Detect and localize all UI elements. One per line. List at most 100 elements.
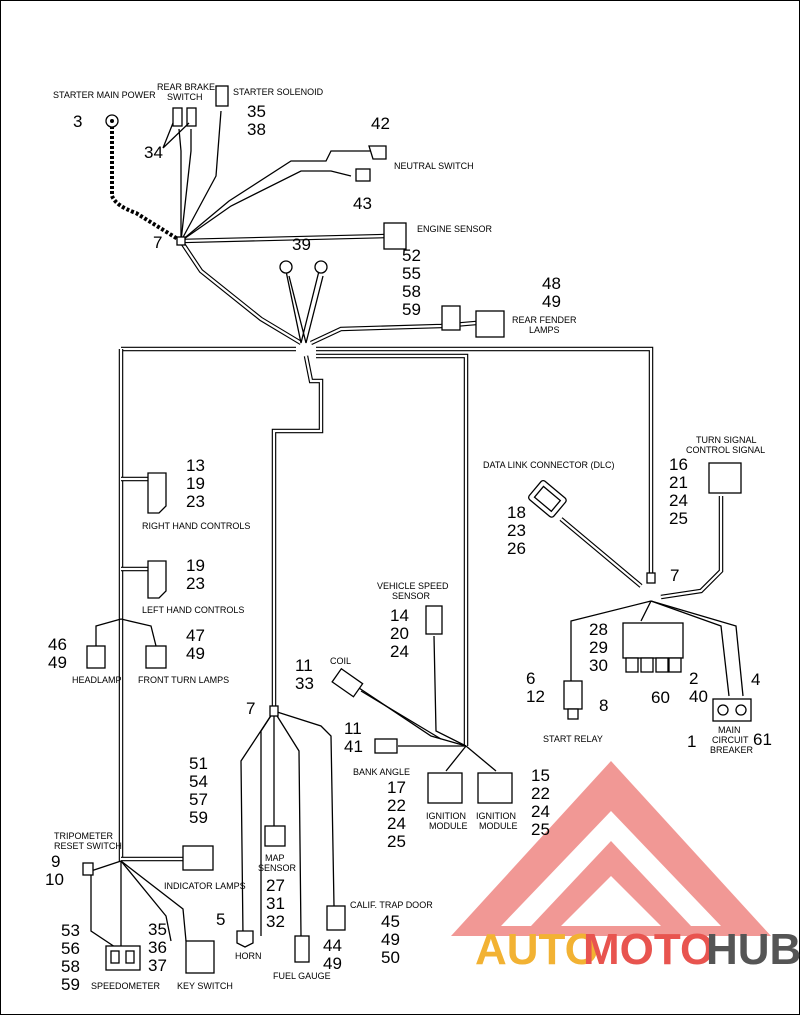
ignition-module-left: [427, 772, 463, 804]
breaker-label-2: CIRCUIT: [712, 735, 749, 745]
ref-56: 56: [61, 939, 80, 958]
right-hand-controls-label: RIGHT HAND CONTROLS: [142, 521, 250, 531]
ref-24-turn: 24: [669, 491, 688, 510]
ref-59-speedo: 59: [61, 975, 80, 994]
relay-block: [622, 622, 684, 673]
left-hand-controls-label: LEFT HAND CONTROLS: [142, 605, 244, 615]
ref-15: 15: [531, 766, 550, 785]
ref-8: 8: [599, 696, 608, 715]
turn-signal-control-module: [708, 462, 742, 494]
speedometer-connector: [105, 945, 141, 971]
neutral-switch-label: NEUTRAL SWITCH: [394, 161, 474, 171]
ref-21: 21: [669, 473, 688, 492]
clamp-top: [176, 236, 186, 246]
ref-4: 4: [751, 670, 760, 689]
ref-49-headlamp: 49: [48, 653, 67, 672]
ref-18: 18: [507, 503, 526, 522]
ref-51: 51: [189, 754, 208, 773]
ref-35-key: 35: [148, 920, 167, 939]
ref-24-left: 24: [387, 814, 406, 833]
ref-23-lhc: 23: [186, 574, 205, 593]
ref-49-rear: 49: [542, 292, 561, 311]
ref-61: 61: [753, 730, 772, 749]
ref-11-bank: 11: [344, 719, 362, 738]
rear-fender-lamp-connectors: [441, 305, 505, 338]
ref-13: 13: [186, 456, 205, 475]
ref-28: 28: [589, 620, 608, 639]
coil-label: COIL: [330, 656, 351, 666]
ref-7-right: 7: [670, 566, 679, 585]
ref-43: 43: [353, 194, 372, 213]
ref-27: 27: [266, 876, 285, 895]
watermark-hub: HUB: [706, 925, 800, 974]
headlamp-label: HEADLAMP: [72, 675, 122, 685]
clamp-right: [646, 572, 656, 584]
key-switch-module: [185, 940, 215, 974]
ref-22-right: 22: [531, 784, 550, 803]
ref-37: 37: [148, 956, 167, 975]
fuel-gauge-connector: [294, 935, 310, 963]
ignition-right-label-1: IGNITION: [476, 811, 516, 821]
ref-41: 41: [344, 737, 363, 756]
rear-fender-lamps-label-2: LAMPS: [529, 325, 560, 335]
ref-6: 6: [526, 669, 535, 688]
vehicle-speed-sensor-connector: [425, 605, 443, 635]
ref-24-vss: 24: [390, 642, 409, 661]
watermark-moto: MOTO: [583, 925, 714, 974]
left-hand-controls-connector: [147, 560, 167, 599]
ref-59-indicator: 59: [189, 808, 208, 827]
ref-25-left: 25: [387, 832, 406, 851]
headlamp-connector: [86, 645, 106, 669]
ref-29: 29: [589, 638, 608, 657]
key-switch-label: KEY SWITCH: [177, 981, 233, 991]
rear-fender-lamps-label-1: REAR FENDER: [512, 315, 577, 325]
rear-brake-switch-connectors: [172, 107, 197, 127]
ignition-left-label-1: IGNITION: [426, 811, 466, 821]
rear-brake-switch-label-2: SWITCH: [167, 92, 203, 102]
ref-57: 57: [189, 790, 208, 809]
ref-49-fuel: 49: [323, 954, 342, 973]
ref-45: 45: [381, 912, 400, 931]
rear-brake-switch-label-1: REAR BRAKE: [157, 82, 215, 92]
ref-49-calif: 49: [381, 930, 400, 949]
watermark-logo: [451, 761, 771, 936]
front-turn-lamps-connector: [145, 645, 167, 669]
ref-26: 26: [507, 539, 526, 558]
map-sensor-label-1: MAP: [265, 853, 285, 863]
clamp-center: [269, 705, 279, 717]
ignition-right-label-2: MODULE: [479, 821, 518, 831]
ref-42: 42: [371, 114, 390, 133]
ref-14: 14: [390, 606, 409, 625]
ref-25-turn: 25: [669, 509, 688, 528]
ref-32: 32: [266, 912, 285, 931]
start-relay: [563, 680, 583, 720]
calif-trap-door-connector: [326, 905, 346, 931]
vss-label-2: SENSOR: [392, 591, 431, 601]
main-circuit-breaker: [712, 698, 752, 722]
breaker-label-3: BREAKER: [710, 745, 754, 755]
ref-2: 2: [689, 669, 698, 688]
starter-main-power-label: STARTER MAIN POWER: [53, 90, 156, 100]
coil-connector: [331, 667, 364, 698]
ref-58: 58: [402, 282, 421, 301]
ref-16: 16: [669, 455, 688, 474]
map-sensor-connector: [264, 825, 286, 847]
ref-36: 36: [148, 938, 167, 957]
ref-35: 35: [247, 102, 266, 121]
ref-31: 31: [266, 894, 285, 913]
ref-23-rhc: 23: [186, 492, 205, 511]
starter-main-power-terminal: [105, 114, 119, 128]
ref-23-dlc: 23: [507, 521, 526, 540]
ref-46: 46: [48, 635, 67, 654]
ref-60: 60: [651, 688, 670, 707]
ref-50: 50: [381, 948, 400, 967]
starter-solenoid-connector: [215, 85, 229, 107]
harness-wires: [90, 110, 744, 952]
ref-22-left: 22: [387, 796, 406, 815]
ref-25-right: 25: [531, 820, 550, 839]
ref-17: 17: [387, 778, 406, 797]
ref-48: 48: [542, 274, 561, 293]
ref-55: 55: [402, 264, 421, 283]
bank-angle-connector: [374, 738, 398, 754]
